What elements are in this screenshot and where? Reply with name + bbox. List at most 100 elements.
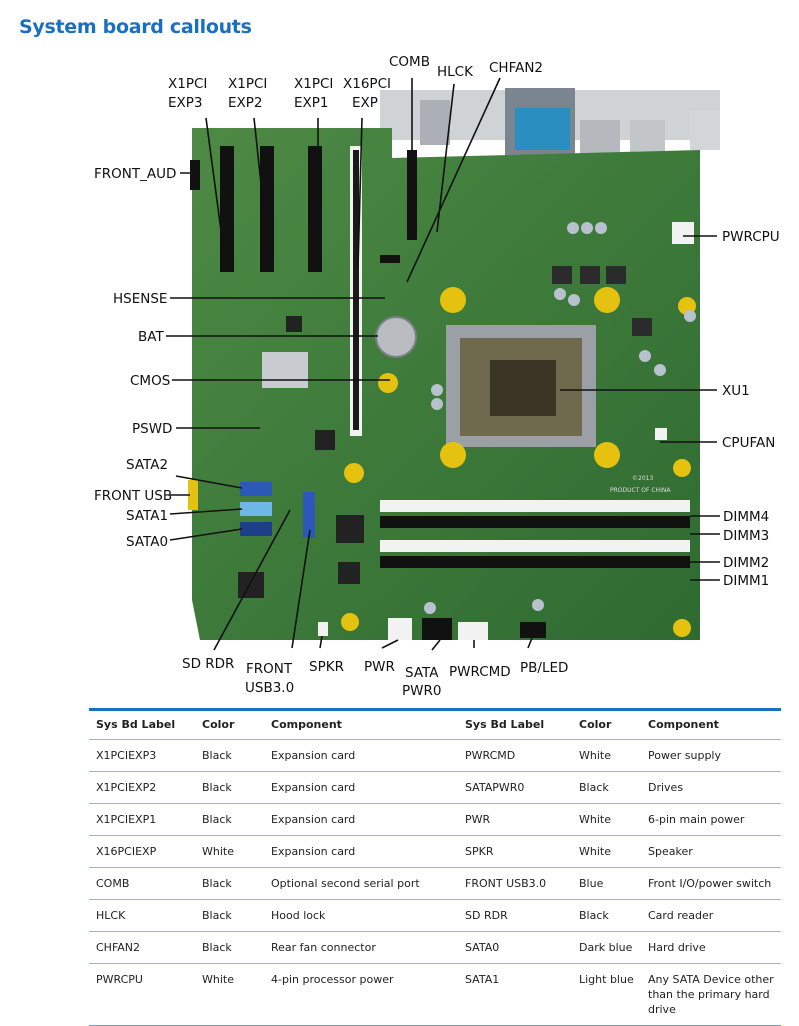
table-cell: Black <box>195 803 264 836</box>
system-board-diagram: PRODUCT OF CHINA ©2013 <box>94 54 780 699</box>
table-cell: COMB <box>89 867 195 900</box>
header-sys-bd-label-2: Sys Bd Label <box>458 708 572 740</box>
table-cell: Black <box>195 771 264 804</box>
table-cell: PWRCPU <box>89 963 195 1026</box>
table-row: X1PCIEXP1 Black Expansion card PWR White… <box>89 803 781 836</box>
table-cell: SD RDR <box>458 899 572 932</box>
table-cell: SATA0 <box>458 931 572 964</box>
label-x1pciexp3-line1: X1PCI <box>168 76 207 92</box>
label-satapwr0-line2: PWR0 <box>402 683 441 699</box>
table-cell: Front I/O/power switch <box>641 867 781 900</box>
table-cell: Optional second serial port <box>264 867 458 900</box>
table-row: PWRCPU White 4-pin processor power SATA1… <box>89 963 781 1026</box>
table-cell: SPKR <box>458 835 572 868</box>
label-pswd: PSWD <box>132 421 172 437</box>
table-cell: 6-pin main power <box>641 803 781 836</box>
label-x1pciexp1-line1: X1PCI <box>294 76 333 92</box>
label-hlck: HLCK <box>437 64 474 80</box>
table-cell: Hard drive <box>641 931 781 964</box>
table-cell: HLCK <box>89 899 195 932</box>
label-front-usb30-line1: FRONT <box>246 661 293 677</box>
label-sata1: SATA1 <box>126 508 168 524</box>
table-cell: Black <box>195 931 264 964</box>
board-marking-year: ©2013 <box>632 475 653 482</box>
table-cell: Speaker <box>641 835 781 868</box>
header-color-2: Color <box>572 708 641 740</box>
table-row: HLCK Black Hood lock SD RDR Black Card r… <box>89 899 781 932</box>
label-sata0: SATA0 <box>126 534 168 550</box>
label-pb-led: PB/LED <box>520 660 568 676</box>
table-cell: 4-pin processor power <box>264 963 458 1026</box>
label-hsense: HSENSE <box>113 291 167 307</box>
header-sys-bd-label: Sys Bd Label <box>89 708 195 740</box>
header-component-2: Component <box>641 708 781 740</box>
table-cell: Card reader <box>641 899 781 932</box>
table-cell: Black <box>195 899 264 932</box>
table-cell: Dark blue <box>572 931 641 964</box>
table-cell: Black <box>195 867 264 900</box>
table-cell: White <box>195 835 264 868</box>
label-bat: BAT <box>138 329 164 345</box>
table-cell: Any SATA Device other than the primary h… <box>641 963 781 1026</box>
label-x1pciexp2-line2: EXP2 <box>228 95 263 111</box>
table-cell: SATAPWR0 <box>458 771 572 804</box>
label-pwrcpu: PWRCPU <box>722 229 780 245</box>
label-pwrcmd: PWRCMD <box>449 664 511 680</box>
header-color: Color <box>195 708 264 740</box>
label-dimm1: DIMM1 <box>723 573 769 589</box>
label-cpufan: CPUFAN <box>722 435 775 451</box>
table-cell: White <box>572 835 641 868</box>
leader-lines <box>166 77 720 651</box>
table-cell: White <box>572 803 641 836</box>
label-x1pciexp2-line1: X1PCI <box>228 76 267 92</box>
label-front-aud: FRONT_AUD <box>94 166 176 182</box>
table-cell: Blue <box>572 867 641 900</box>
label-pwr: PWR <box>364 659 395 675</box>
table-cell: Power supply <box>641 739 781 772</box>
label-dimm4: DIMM4 <box>723 509 769 525</box>
label-spkr: SPKR <box>309 659 344 675</box>
table-cell: Rear fan connector <box>264 931 458 964</box>
board-marking: PRODUCT OF CHINA <box>610 487 671 494</box>
table-cell: Hood lock <box>264 899 458 932</box>
label-front-usb30-line2: USB3.0 <box>245 680 294 696</box>
header-component: Component <box>264 708 458 740</box>
table-row: COMB Black Optional second serial port F… <box>89 867 781 900</box>
table-cell: White <box>572 739 641 772</box>
table-cell: White <box>195 963 264 1026</box>
label-satapwr0-line1: SATA <box>405 665 439 681</box>
callout-table: Sys Bd Label Color Component Sys Bd Labe… <box>89 708 781 1026</box>
table-cell: Expansion card <box>264 771 458 804</box>
table-cell: PWRCMD <box>458 739 572 772</box>
label-chfan2: CHFAN2 <box>489 60 543 76</box>
label-sd-rdr: SD RDR <box>182 656 234 672</box>
table-cell: Light blue <box>572 963 641 1026</box>
table-cell: Black <box>195 739 264 772</box>
label-dimm2: DIMM2 <box>723 555 769 571</box>
table-cell: X16PCIEXP <box>89 835 195 868</box>
table-cell: PWR <box>458 803 572 836</box>
page-title: System board callouts <box>19 16 252 38</box>
table-cell: Black <box>572 771 641 804</box>
table-cell: X1PCIEXP2 <box>89 771 195 804</box>
table-cell: FRONT USB3.0 <box>458 867 572 900</box>
table-cell: Black <box>572 899 641 932</box>
label-x16pciexp-line1: X16PCI <box>343 76 391 92</box>
table-cell: Expansion card <box>264 739 458 772</box>
table-row: X1PCIEXP2 Black Expansion card SATAPWR0 … <box>89 771 781 804</box>
table-header-row: Sys Bd Label Color Component Sys Bd Labe… <box>89 708 781 740</box>
label-comb: COMB <box>389 54 430 70</box>
table-cell: Drives <box>641 771 781 804</box>
label-x1pciexp1-line2: EXP1 <box>294 95 329 111</box>
table-cell: SATA1 <box>458 963 572 1026</box>
label-x1pciexp3-line2: EXP3 <box>168 95 203 111</box>
table-cell: Expansion card <box>264 835 458 868</box>
motherboard-image: PRODUCT OF CHINA ©2013 <box>188 88 720 640</box>
table-cell: Expansion card <box>264 803 458 836</box>
label-front-usb: FRONT USB <box>94 488 172 504</box>
table-row: X16PCIEXP White Expansion card SPKR Whit… <box>89 835 781 868</box>
label-sata2: SATA2 <box>126 457 168 473</box>
label-dimm3: DIMM3 <box>723 528 769 544</box>
table-cell: CHFAN2 <box>89 931 195 964</box>
label-cmos: CMOS <box>130 373 170 389</box>
